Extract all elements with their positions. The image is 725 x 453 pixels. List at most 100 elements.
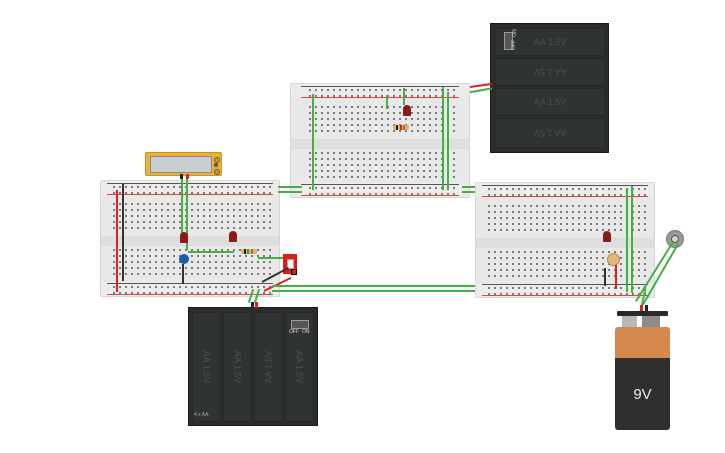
- slide-switch[interactable]: [283, 254, 297, 275]
- wire-black[interactable]: [182, 264, 184, 284]
- lcd-display[interactable]: [145, 152, 222, 176]
- rail-line-black: [482, 284, 648, 285]
- switch-knob[interactable]: [287, 259, 294, 269]
- battery-pack-bottom[interactable]: AA 1.5V AA 1.5V AA 1.5V AA 1.5V OFF ON 4…: [188, 307, 318, 426]
- led-left-1[interactable]: [180, 232, 188, 243]
- photoresistor[interactable]: [607, 253, 620, 266]
- cell-label: AA 1.5V: [533, 37, 567, 47]
- rail-holes: [111, 284, 271, 294]
- wire-green[interactable]: [626, 188, 628, 292]
- battery-cell: AA 1.5V: [223, 312, 252, 422]
- terminal-holes-upper: [111, 201, 271, 233]
- wire-green[interactable]: [272, 290, 484, 292]
- center-gutter: [476, 238, 654, 248]
- battery-cell: AA 1.5V: [495, 118, 605, 148]
- wire-green[interactable]: [462, 186, 484, 188]
- battery-cell: AA 1.5V: [254, 312, 283, 422]
- cell-label: AA 1.5V: [533, 67, 567, 77]
- terminal-holes-upper: [307, 104, 457, 136]
- battery-pack-top[interactable]: AA 1.5V AA 1.5V AA 1.5V AA 1.5V ON OFF: [490, 23, 609, 153]
- switch-label-on: ON: [511, 29, 518, 37]
- battery-top: [615, 327, 670, 358]
- battery-cell: AA 1.5V: [495, 88, 605, 116]
- rail-holes: [486, 186, 646, 196]
- lcd-knob[interactable]: [214, 163, 218, 167]
- wire-green[interactable]: [188, 251, 234, 253]
- lcd-screen: [150, 156, 212, 173]
- battery-lead-red: [255, 302, 258, 308]
- resistor-top[interactable]: [393, 125, 409, 130]
- wire-red[interactable]: [615, 265, 617, 289]
- wire-green[interactable]: [312, 94, 314, 190]
- breadboard-top-center[interactable]: [290, 83, 470, 198]
- cell-label: AA 1.5V: [232, 350, 243, 384]
- battery-cell: AA 1.5V: [495, 28, 605, 56]
- wire-green[interactable]: [403, 88, 405, 105]
- resistor-left[interactable]: [241, 249, 257, 254]
- rail-line-black: [301, 86, 459, 87]
- wire-green[interactable]: [386, 95, 388, 109]
- switch-label-off: OFF: [511, 40, 517, 50]
- battery-9v[interactable]: 9V: [614, 311, 671, 431]
- rail-holes: [486, 285, 646, 295]
- power-switch[interactable]: [504, 32, 513, 50]
- terminal-holes-lower: [307, 150, 457, 182]
- battery-body: 9V: [615, 358, 670, 430]
- center-gutter: [101, 236, 279, 246]
- wire-green[interactable]: [278, 186, 302, 188]
- lcd-knob[interactable]: [214, 169, 220, 175]
- breadboard-left[interactable]: [100, 180, 280, 297]
- switch-label-on: ON: [302, 329, 310, 335]
- rail-line-black: [482, 185, 648, 186]
- led-left-2[interactable]: [229, 231, 237, 242]
- rail-holes: [307, 185, 457, 195]
- wire-green[interactable]: [181, 179, 183, 234]
- battery-cell: AA 1.5V: [192, 312, 221, 422]
- wire-green[interactable]: [272, 285, 484, 287]
- rail-line-black: [107, 183, 273, 184]
- rail-line-red: [482, 196, 648, 197]
- center-gutter: [291, 139, 469, 149]
- rail-line-red: [482, 295, 648, 296]
- lcd-pin-red: [186, 174, 189, 179]
- battery-lead-red: [640, 305, 643, 311]
- cell-label: AA 1.5V: [263, 350, 274, 384]
- rail-line-black: [301, 184, 459, 185]
- wire-green[interactable]: [186, 179, 188, 250]
- wire-black[interactable]: [604, 268, 606, 286]
- terminal-holes-upper: [486, 203, 646, 235]
- battery-voltage-label: 9V: [633, 385, 652, 403]
- rail-line-black: [107, 283, 273, 284]
- wire-black[interactable]: [122, 184, 124, 281]
- battery-cell: AA 1.5V: [285, 312, 314, 422]
- capacitor[interactable]: [179, 254, 189, 264]
- battery-clip: [617, 311, 668, 316]
- rail-holes: [111, 184, 271, 194]
- battery-terminal: [642, 316, 660, 327]
- lcd-pin-black: [180, 174, 183, 179]
- wire-green[interactable]: [278, 191, 302, 193]
- rail-line-red: [107, 294, 273, 295]
- led-right[interactable]: [603, 231, 611, 242]
- cell-label: AA 1.5V: [533, 128, 567, 138]
- sensor-center: [671, 235, 679, 243]
- cell-label: AA 1.5V: [201, 350, 212, 384]
- wire-green[interactable]: [442, 87, 444, 190]
- switch-label-off: OFF: [289, 329, 299, 335]
- cell-label: AA 1.5V: [294, 350, 305, 384]
- led-top[interactable]: [403, 105, 411, 116]
- power-switch[interactable]: [291, 320, 309, 329]
- wire-green[interactable]: [447, 92, 449, 190]
- lcd-knob[interactable]: [214, 157, 220, 163]
- wire-green[interactable]: [631, 186, 633, 293]
- cell-label: AA 1.5V: [533, 97, 567, 107]
- terminal-holes-lower: [486, 249, 646, 281]
- battery-lead-black: [645, 305, 648, 311]
- battery-lead-black: [251, 302, 254, 308]
- wire-green[interactable]: [462, 191, 484, 193]
- switch-terminal: [291, 269, 297, 275]
- battery-terminal: [622, 316, 637, 327]
- breadboard-right[interactable]: [475, 182, 655, 298]
- wire-red[interactable]: [116, 190, 118, 292]
- wire-green[interactable]: [258, 257, 286, 259]
